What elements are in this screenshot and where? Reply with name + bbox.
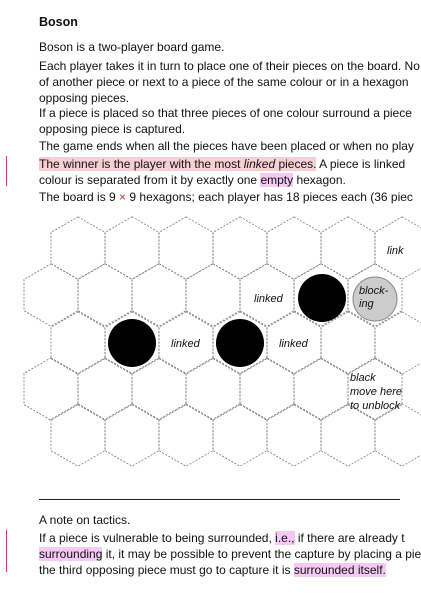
hex-cell [212,311,268,375]
hex-board-diagram: link linked block- ing linked linked bla… [23,216,421,467]
hex-cell [266,311,322,375]
winner-paragraph: The winner is the player with the most l… [39,156,406,188]
hex-cell [320,311,376,375]
label-blocking: block- [359,285,389,297]
section-divider [39,499,400,500]
hex-cell [185,357,241,421]
rule-paragraph-end: The game ends when all the pieces have b… [39,138,414,154]
hex-cell [131,263,187,327]
hex-cell [320,403,376,467]
hex-cell [347,263,403,327]
hex-grid [23,216,421,467]
text-line: of another piece or next to a piece of t… [39,75,409,89]
hex-cell [158,311,214,375]
label-linked: linked [171,338,201,350]
label-move: move here [350,386,402,398]
text-line: Each player takes it in turn to place on… [39,59,420,73]
highlighted-text: i.e., [275,531,295,545]
rule-paragraph-capture: If a piece is placed so that three piece… [39,105,412,137]
hex-cell [77,357,133,421]
text-line: The winner is the player with the most l… [39,157,406,171]
text-line: the third opposing piece must go to capt… [39,563,386,577]
diagram-labels: link linked block- ing linked linked bla… [171,245,404,412]
hex-cell [239,357,295,421]
text-line: opposing pieces. [39,91,130,105]
text-line: The board is 9 × 9 hexagons; each player… [39,190,413,204]
document-page: Boson Boson is a two-player board game. … [6,15,421,578]
hex-cell [293,357,349,421]
text-line: If a piece is placed so that three piece… [39,106,412,120]
black-piece [216,319,264,367]
text-line: A note on tactics. [39,513,131,527]
grey-blocking-piece [352,276,398,322]
hex-cell [158,216,214,280]
label-linked: linked [279,338,309,350]
hex-cell [23,357,79,421]
margin-change-bar [6,530,7,572]
hex-cell [212,403,268,467]
hex-cell [374,311,421,375]
hex-cell [374,216,421,280]
text-line: opposing piece is captured. [39,122,186,136]
highlighted-text: empty [260,173,294,187]
hex-cell [158,403,214,467]
highlighted-text: surrounded itself. [293,563,386,577]
intro-line: Boson is a two-player board game. [39,40,225,54]
hex-cell [104,216,160,280]
intro-paragraph: Boson is a two-player board game. [39,39,400,55]
rule-paragraph-placement: Each player takes it in turn to place on… [39,58,420,106]
label-blocking: ing [359,298,375,310]
hex-cell [50,403,106,467]
text-line: colour is separated from it by exactly o… [39,173,346,187]
hex-cell [374,403,421,467]
page-title: Boson [39,15,78,29]
hex-cell [239,263,295,327]
highlighted-text: The winner is the player with the most l… [39,157,317,171]
hex-cell [50,216,106,280]
note-heading: A note on tactics. [39,512,400,528]
hex-cell [104,403,160,467]
text-line: The game ends when all the pieces have b… [39,139,414,153]
label-move: to unblock [350,400,401,412]
margin-change-bar [6,156,7,186]
hex-cell [131,357,187,421]
hex-cell [293,263,349,327]
text-line: surrounding it, it may be possible to pr… [39,547,421,561]
hex-cell [266,403,322,467]
hex-cell [104,311,160,375]
board-size-paragraph: The board is 9 × 9 hexagons; each player… [39,189,413,205]
hex-cell [77,263,133,327]
hex-cell [266,216,322,280]
note-paragraph: If a piece is vulnerable to being surrou… [39,530,421,578]
hex-cell [320,216,376,280]
text-line: If a piece is vulnerable to being surrou… [39,531,405,545]
hex-cell [185,263,241,327]
hex-cell [212,216,268,280]
label-move: black [350,372,376,384]
hex-cell [347,357,403,421]
pieces [108,274,398,367]
label-linked: linked [254,293,284,305]
hex-cell [23,263,79,327]
highlighted-text: surrounding [39,547,103,561]
black-piece [108,319,156,367]
black-piece [298,274,346,322]
hex-cell [50,311,106,375]
label-link: link [387,245,404,257]
